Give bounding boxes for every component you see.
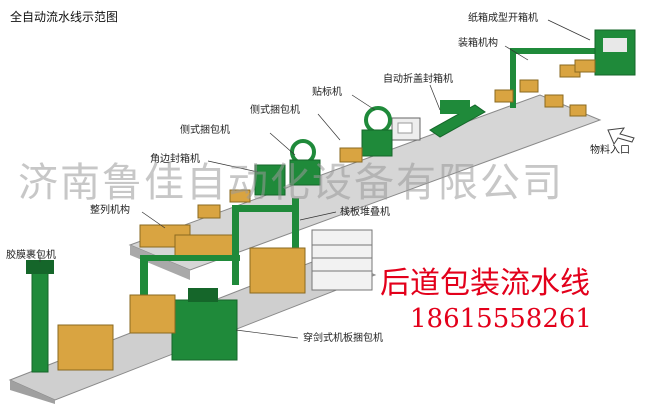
phone-number: 18615558261 bbox=[410, 304, 592, 334]
label-side-strapper-1: 侧式捆包机 bbox=[250, 105, 300, 116]
main-conveyor bbox=[128, 94, 602, 280]
company-watermark: 济南鲁佳自动化设备有限公司 bbox=[18, 160, 564, 206]
label-aligner: 整列机构 bbox=[90, 205, 130, 216]
label-pallet-strapper: 穿剑式机板捆包机 bbox=[303, 333, 383, 344]
pallet-stacker bbox=[311, 229, 373, 291]
label-palletizer: 栈板堆叠机 bbox=[340, 207, 390, 218]
label-material-inlet: 物料入口 bbox=[590, 145, 630, 156]
label-side-strapper-2: 侧式捆包机 bbox=[180, 125, 230, 136]
film-wrapper-machine bbox=[26, 260, 114, 373]
auto-sealer-machine bbox=[429, 100, 486, 138]
pallet-strapper-machine bbox=[129, 288, 238, 361]
labeler-machine bbox=[391, 117, 421, 141]
palletizer-machine bbox=[140, 198, 306, 298]
corner-sealer-machine bbox=[229, 164, 286, 203]
label-corner-sealer: 角边封箱机 bbox=[150, 154, 200, 165]
aligner-section bbox=[139, 204, 236, 258]
label-labeler: 贴标机 bbox=[312, 87, 342, 98]
label-carton-erector: 纸箱成型开箱机 bbox=[468, 13, 538, 24]
leader-lines bbox=[39, 19, 591, 339]
boxes-upper bbox=[494, 79, 587, 117]
material-inlet-arrow-icon bbox=[607, 127, 635, 146]
diagram-title: 全自动流水线示范图 bbox=[10, 10, 119, 24]
label-film-wrapper: 胶膜裹包机 bbox=[6, 250, 56, 261]
headline-text: 后道包装流水线 bbox=[380, 266, 590, 301]
label-auto-sealer: 自动折盖封箱机 bbox=[383, 74, 453, 85]
carton-erector-machine bbox=[510, 29, 636, 108]
side-strapper-2-machine bbox=[289, 139, 363, 186]
label-case-packer: 装箱机构 bbox=[458, 38, 498, 49]
side-strapper-1-machine bbox=[361, 106, 393, 157]
